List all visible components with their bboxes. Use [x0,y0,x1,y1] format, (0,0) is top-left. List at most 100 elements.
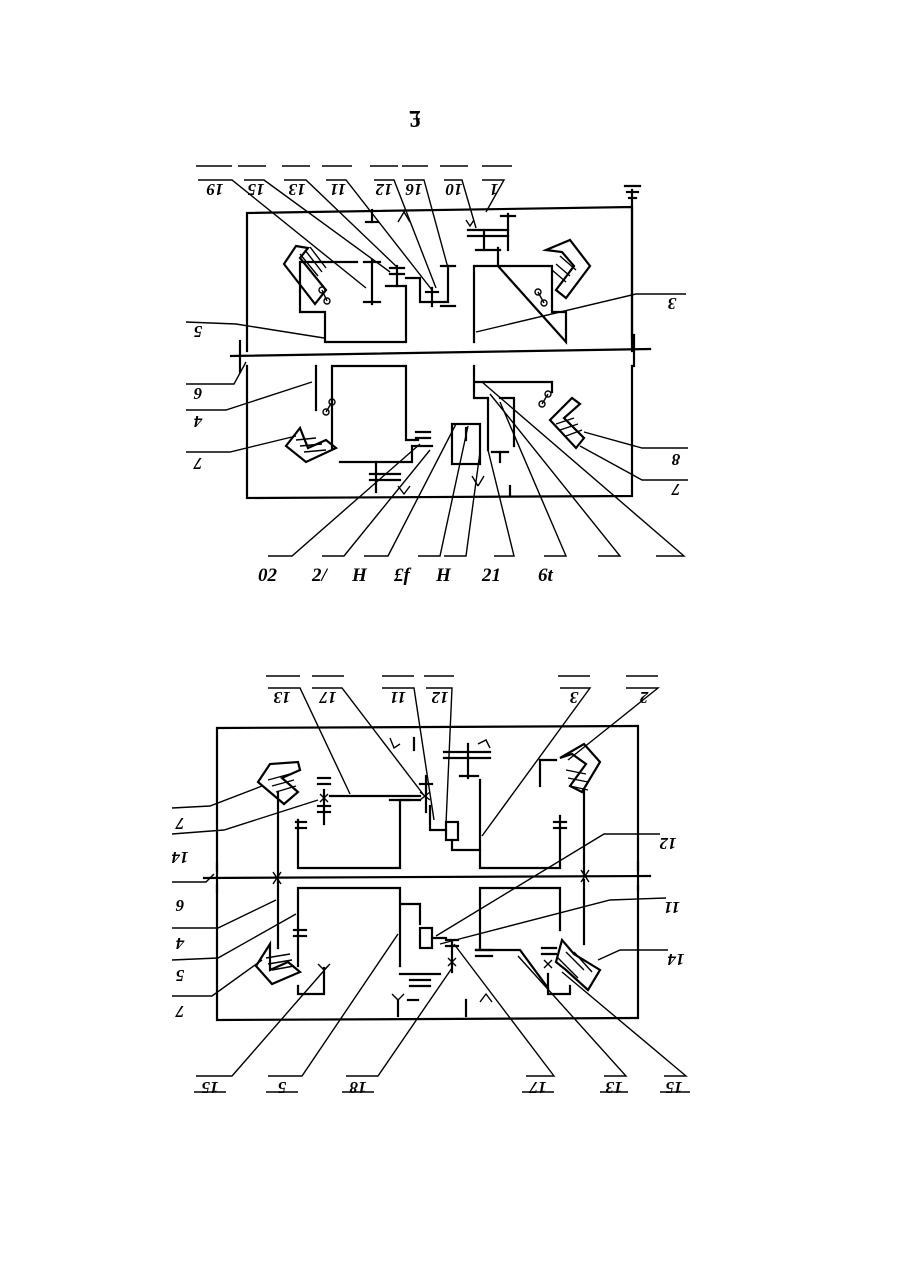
bottom-label-17-bottom: 17 [528,1078,547,1097]
top-label-13: 13 [288,180,306,199]
svg-text:13: 13 [605,1078,623,1097]
bottom-label-4-left: 4 [176,934,186,953]
svg-text:12: 12 [659,834,677,853]
svg-text:3: 3 [667,294,677,313]
top-bottom-label-21: 21 [481,565,501,586]
top-gear-cluster-bottomleft [340,432,432,494]
svg-text:14: 14 [668,950,685,969]
page-marker-text: £ [409,105,421,131]
top-label-16: 16 [405,180,423,199]
svg-text:1: 1 [490,180,499,199]
svg-text:13: 13 [273,688,291,707]
svg-text:5: 5 [193,322,202,341]
top-bottom-label-02: 02 [258,565,278,586]
top-label-7b: 7 [670,480,680,499]
bottom-label-7b-left: 7 [174,1002,184,1021]
top-clutch-lower-right [539,391,584,448]
bottom-label-6-left: 6 [175,896,184,915]
svg-text:3: 3 [569,688,579,707]
top-label-3: 3 [667,294,677,313]
bottom-label-3-top: 3 [569,688,579,707]
svg-text:6: 6 [193,384,202,403]
bottom-leaders-right [436,834,668,960]
bottom-clutch-upper-right [540,744,600,828]
top-label-15: 15 [247,180,265,199]
svg-text:14: 14 [172,848,189,867]
svg-text:17: 17 [528,1078,547,1097]
bottom-label-12-right: 12 [659,834,677,853]
bottom-label-13-top: 13 [273,688,291,707]
top-bottom-label-6t: 6t [538,565,554,586]
svg-text:15: 15 [247,180,265,199]
bottom-label-5-left: 5 [175,966,184,985]
svg-text:7: 7 [174,1002,184,1021]
top-label-19: 19 [206,180,224,199]
bottom-label-15b-bottom: 15 [665,1078,683,1097]
top-clutch-lower-left [286,399,336,462]
top-clutch-upper-right [535,240,590,306]
top-main-shaft [231,349,650,356]
top-label-10: 10 [445,180,463,199]
bottom-lower-left-chamber [278,880,420,966]
bottom-leaders-left [172,786,318,996]
top-lower-left-chamber [316,366,418,448]
page-marker: £ [409,105,421,131]
top-label-11: 11 [330,180,346,199]
svg-text:4: 4 [176,934,186,953]
bottom-clutch-lower-left [256,930,330,994]
svg-text:5: 5 [277,1078,286,1097]
bottom-label-15-bottom: 15 [201,1078,219,1097]
svg-text:8: 8 [671,450,680,469]
svg-text:17: 17 [318,688,337,707]
bottom-clutch-lower-right [542,940,600,994]
top-label-8: 8 [671,450,680,469]
top-bottom-label-h1: H [351,565,368,586]
svg-text:11: 11 [664,898,680,917]
top-leaders-side [186,294,688,480]
bottom-label-17-top: 17 [318,688,337,707]
svg-text:12: 12 [375,180,393,199]
svg-text:6: 6 [175,896,184,915]
bottom-label-12-top: 12 [431,688,449,707]
bottom-gears-lower-center [392,928,492,1016]
svg-text:16: 16 [405,180,423,199]
top-label-6: 6 [193,384,202,403]
svg-text:10: 10 [445,180,463,199]
top-clutch-upper-left [284,246,330,304]
svg-text:2: 2 [639,688,649,707]
svg-text:7: 7 [192,454,202,473]
bottom-label-14-right: 14 [668,950,685,969]
svg-text:13: 13 [288,180,306,199]
bottom-gears-upper-left [296,778,410,828]
bottom-upper-left-chamber [278,792,420,876]
svg-text:4: 4 [194,412,204,431]
bottom-label-11-right: 11 [664,898,680,917]
top-gear-stack-upper [364,260,455,306]
top-bottom-label-2: 2/ [311,565,329,586]
top-label-12: 12 [375,180,393,199]
top-gear-diagram: 19 15 13 11 12 16 10 1 5 6 4 7 3 8 7 02 … [186,166,688,586]
svg-text:11: 11 [330,180,346,199]
bottom-label-18-bottom: 18 [349,1078,367,1097]
svg-text:7: 7 [174,814,184,833]
top-housing-lower [247,366,632,498]
bottom-label-7-left: 7 [174,814,184,833]
svg-text:12: 12 [431,688,449,707]
bottom-gear-diagram: 13 17 11 12 3 2 7 14 6 4 5 7 12 11 14 15… [172,676,691,1097]
svg-text:18: 18 [349,1078,367,1097]
top-housing-upper [247,207,632,351]
top-bottom-label-ff: £f [393,565,412,586]
bottom-label-2-top: 2 [639,688,649,707]
bottom-label-13-bottom: 13 [605,1078,623,1097]
top-label-1: 1 [490,180,499,199]
svg-text:15: 15 [665,1078,683,1097]
svg-text:5: 5 [175,966,184,985]
top-label-4: 4 [194,412,204,431]
bottom-label-5-bottom: 5 [277,1078,286,1097]
svg-text:7: 7 [670,480,680,499]
top-upper-right-chamber [474,248,566,342]
bottom-label-14-left: 14 [172,848,189,867]
svg-text:11: 11 [390,688,406,707]
